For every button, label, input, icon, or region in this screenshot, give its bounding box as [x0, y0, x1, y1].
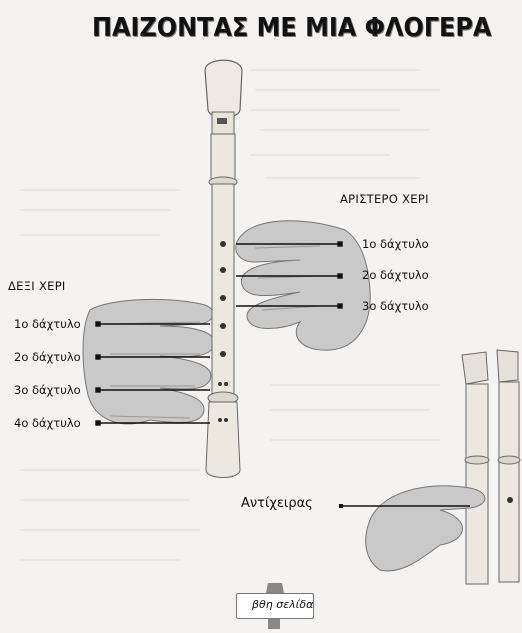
right-finger-3-label: 3ο δάχτυλο — [14, 383, 81, 397]
page-number: βθη σελίδα — [252, 598, 313, 611]
left-finger-2-label: 2ο δάχτυλο — [362, 268, 429, 282]
left-hand-heading: ΑΡΙΣΤΕΡΟ ΧΕΡΙ — [340, 192, 429, 206]
right-finger-1-label: 1ο δάχτυλο — [14, 317, 81, 331]
right-finger-2-label: 2ο δάχτυλο — [14, 350, 81, 364]
left-hand-illustration — [236, 221, 370, 350]
right-hand-illustration — [83, 299, 215, 423]
recorder-illustration — [205, 60, 242, 477]
thumb-label: Αντίχειρας — [241, 496, 313, 511]
right-finger-4-label: 4ο δάχτυλο — [14, 416, 81, 430]
right-hand-heading: ΔΕΞΙ ΧΕΡΙ — [8, 279, 66, 293]
left-finger-1-label: 1ο δάχτυλο — [362, 237, 429, 251]
left-finger-3-label: 3ο δάχτυλο — [362, 299, 429, 313]
